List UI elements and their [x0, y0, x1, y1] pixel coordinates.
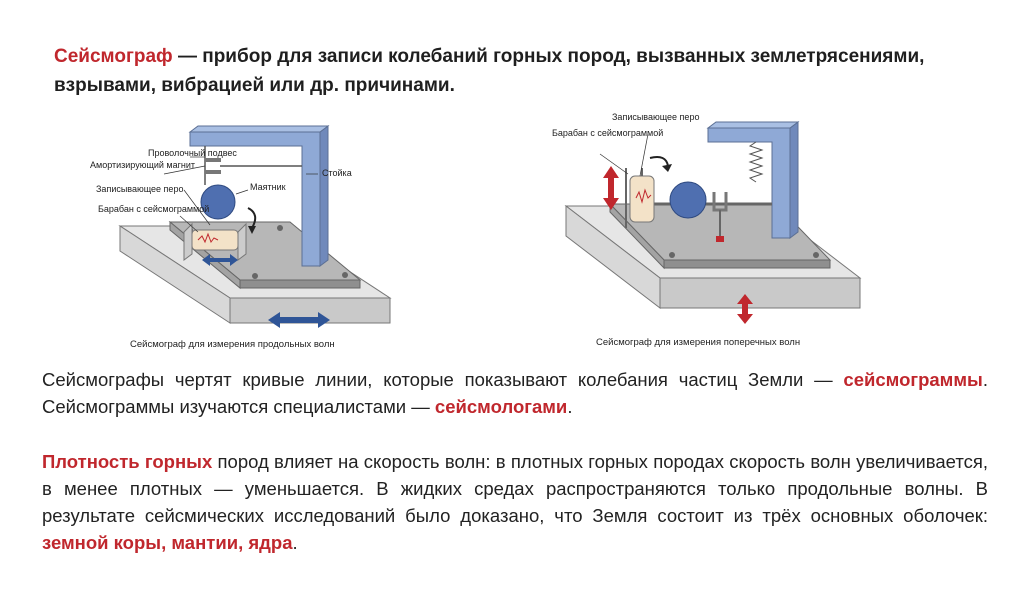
transverse-seismograph-figure: Записывающее перо Барабан с сейсмограммо…: [552, 112, 862, 348]
p2-text-middle: пород влияет на скорость волн: в плотных…: [42, 451, 988, 526]
term-seismograms: сейсмограммы: [843, 369, 983, 390]
caption-longitudinal: Сейсмограф для измерения продольных волн: [130, 339, 335, 350]
label-recording-pen-right: Записывающее перо: [612, 112, 699, 122]
p1-text-start: Сейсмографы чертят кривые линии, которые…: [42, 369, 844, 390]
label-recording-pen-left: Записывающее перо: [96, 184, 183, 194]
p1-text-end: .: [567, 396, 573, 417]
term-earth-layers: земной коры, мантии, ядра: [42, 532, 293, 553]
label-drum-left: Барабан с сейсмограммой: [98, 204, 209, 214]
title-term: Сейсмограф: [54, 46, 173, 67]
caption-transverse: Сейсмограф для измерения поперечных волн: [596, 337, 800, 348]
term-seismologists: сейсмологами: [434, 396, 568, 417]
title-definition: — прибор для записи колебаний горных пор…: [54, 46, 925, 96]
label-damping-magnet: Амортизирующий магнит: [90, 160, 195, 170]
label-wire-suspension: Проволочный подвес: [148, 148, 237, 158]
paragraph-seismograms: Сейсмографы чертят кривые линии, которые…: [42, 366, 988, 420]
longitudinal-seismograph-figure: Проволочный подвес Амортизирующий магнит…: [90, 125, 392, 350]
p2-text-end: .: [292, 532, 298, 553]
label-drum-right: Барабан с сейсмограммой: [552, 128, 663, 138]
label-pendulum: Маятник: [250, 182, 286, 192]
label-stand: Стойка: [322, 168, 352, 178]
p1-text-middle: . Сейсмограммы изучаются специалистами —: [42, 369, 988, 417]
paragraph-rock-density: Плотность горных пород влияет на скорост…: [42, 448, 988, 556]
term-rock-density: Плотность горных: [42, 451, 213, 472]
page-title: Сейсмограф — прибор для записи колебаний…: [54, 42, 954, 100]
